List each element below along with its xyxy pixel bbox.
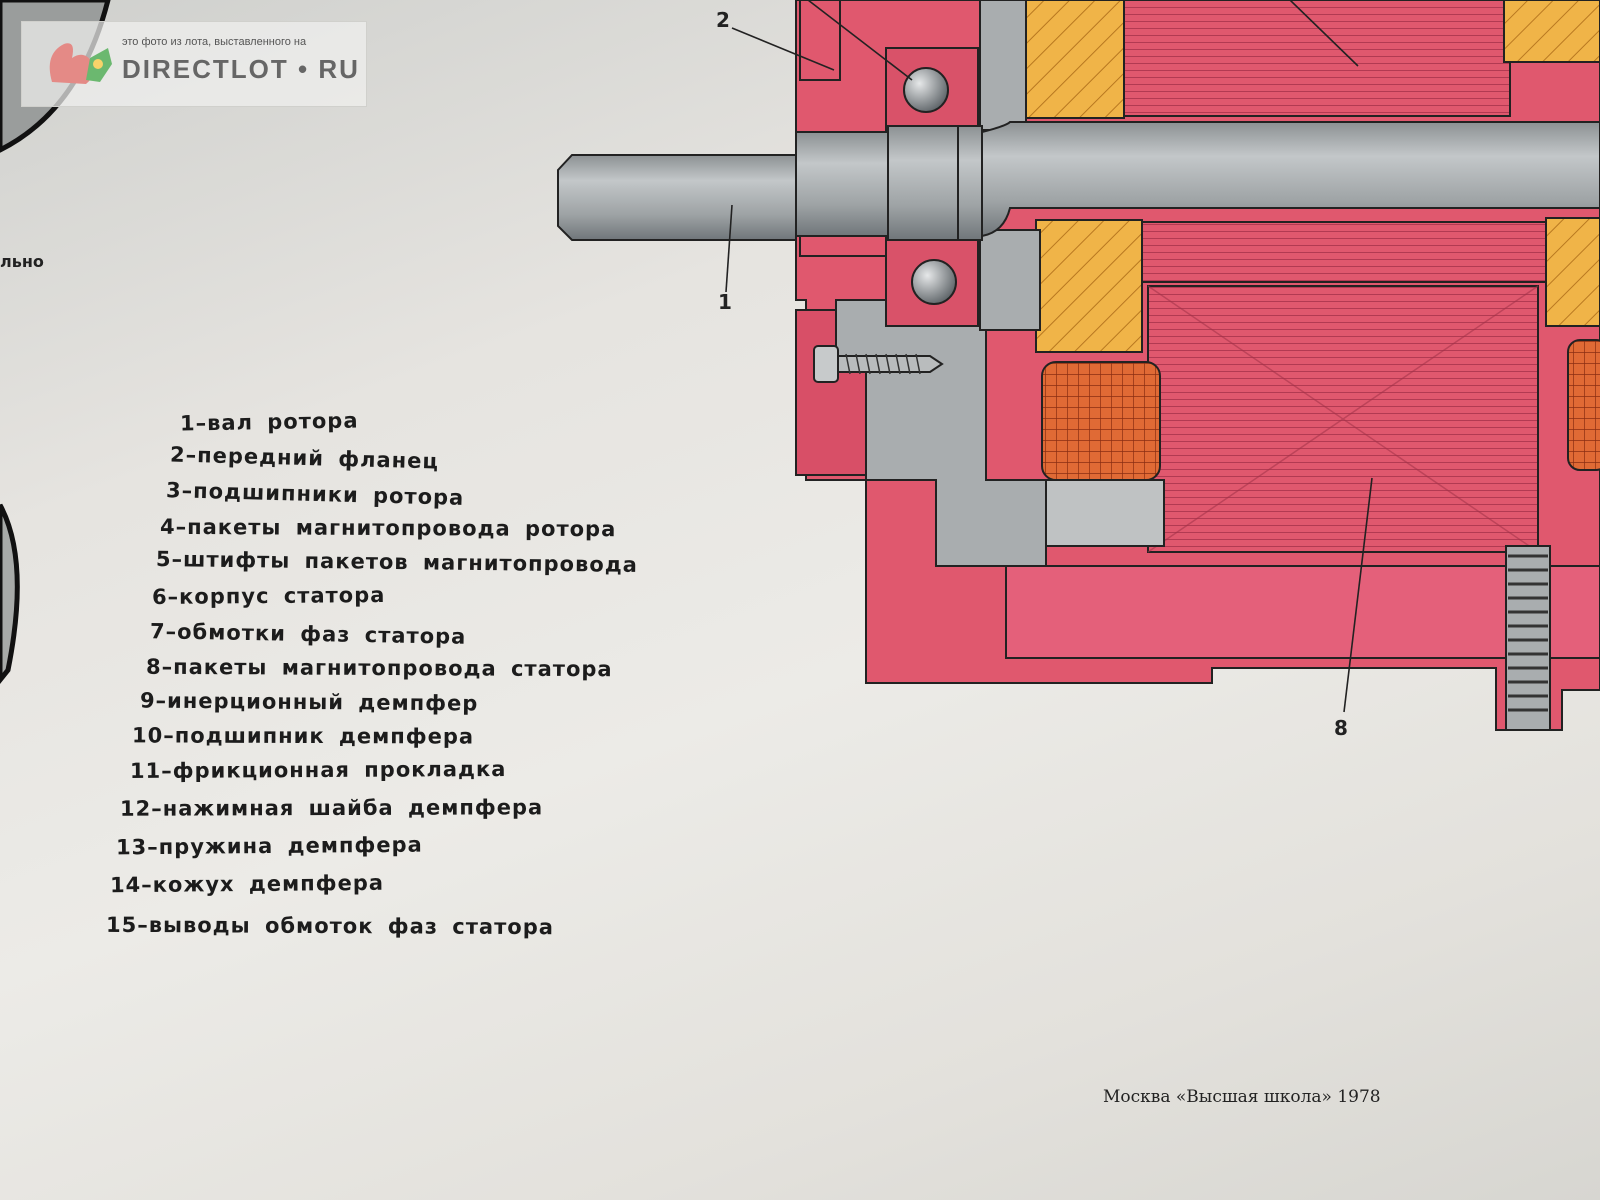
callout-number: 2 <box>716 8 730 32</box>
damper-spring <box>1505 545 1551 731</box>
publisher-imprint: Москва «Высшая школа» 1978 <box>1103 1087 1381 1107</box>
watermark-brand: DIRECTLOT • RU <box>122 54 360 84</box>
stator-core <box>1117 0 1553 553</box>
left-edge-text-fragment: льно <box>0 252 44 271</box>
callout-number: 1 <box>718 290 732 314</box>
legend-item: 13–пружина демпфера <box>115 832 423 860</box>
legend-item: 15–выводы обмоток фаз статора <box>105 912 555 940</box>
legend-item: 9–инерционный демпфер <box>139 688 479 716</box>
legend-item: 4–пакеты магнитопровода ротора <box>159 514 617 542</box>
callout-number: 8 <box>1334 716 1348 740</box>
legend-item: 14–кожух демпфера <box>109 870 385 898</box>
legend-item: 11–фрикционная прокладка <box>129 757 507 783</box>
bearing-ball-bottom <box>911 259 957 305</box>
watermark-caption: это фото из лота, выставленного на <box>122 36 307 48</box>
rotor-shaft <box>557 121 1600 241</box>
legend-item: 10–подшипник демпфера <box>131 723 475 749</box>
housing-screw <box>813 345 944 383</box>
legend-item: 12–нажимная шайба демпфера <box>119 795 544 821</box>
legend-item: 1–вал ротора <box>179 408 359 436</box>
winding-coils <box>1041 339 1600 481</box>
legend-item: 6–корпус статора <box>151 582 386 610</box>
callout-leaders <box>725 0 1373 713</box>
bearing-ball-top <box>903 67 949 113</box>
legend-item: 8–пакеты магнитопровода статора <box>145 654 613 682</box>
watermark-banner: это фото из лота, выставленного на DIREC… <box>21 21 367 107</box>
squirrel-logo-icon <box>49 43 112 84</box>
stator-windings <box>1025 0 1600 353</box>
